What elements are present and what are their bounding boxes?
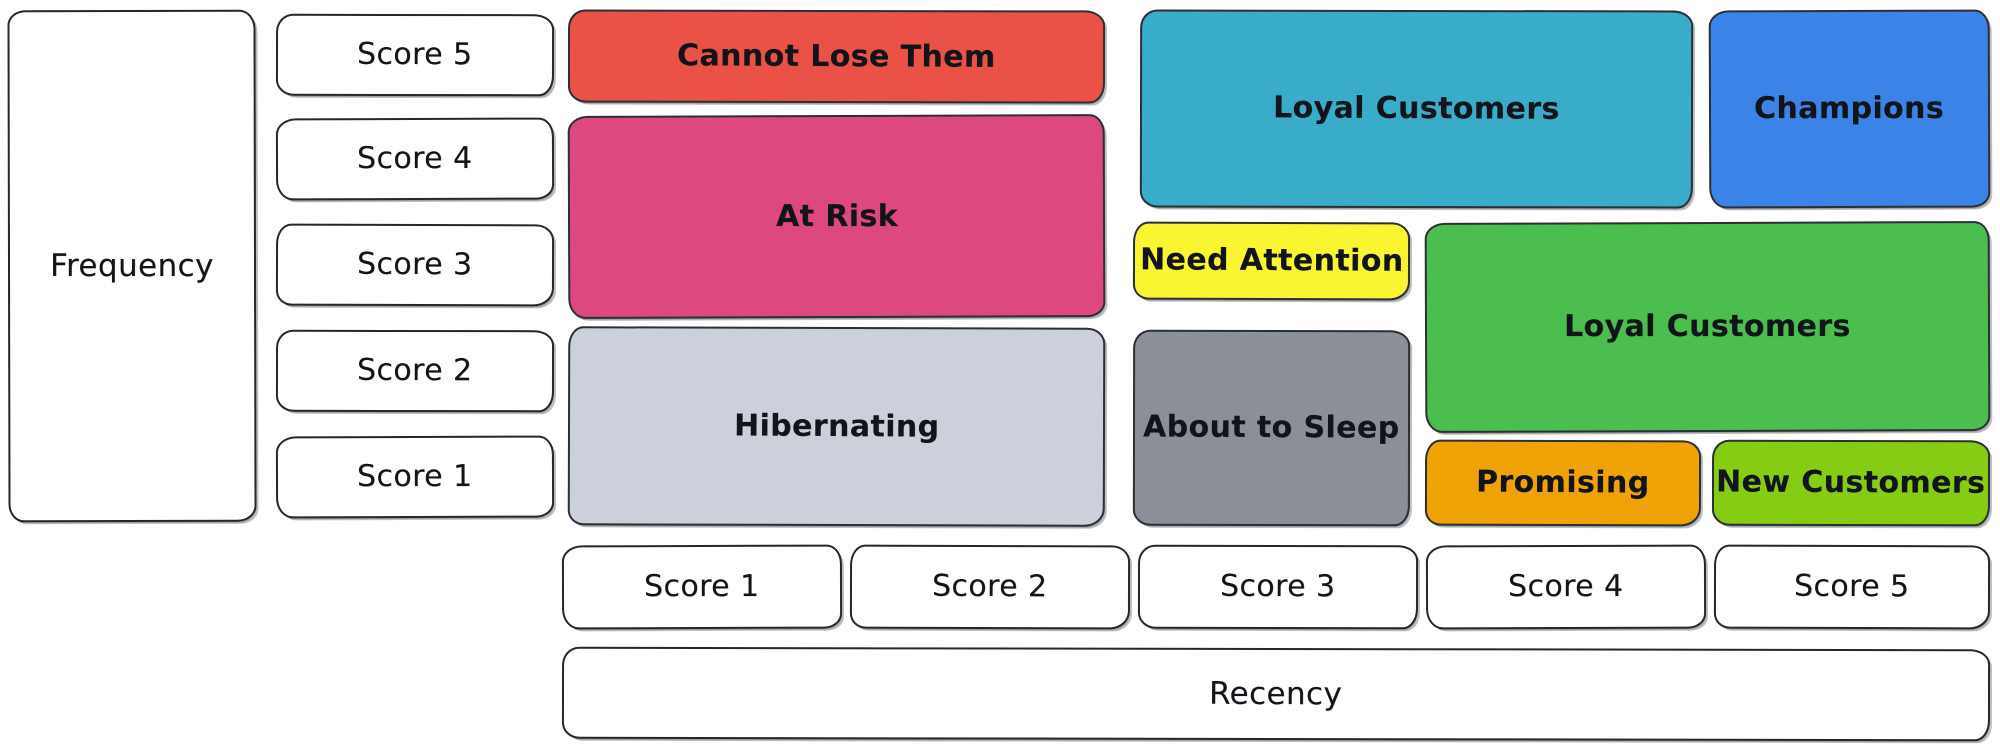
frequency-score-5[interactable]: Score 5 bbox=[275, 13, 555, 97]
segment-need-attention[interactable]: Need Attention bbox=[1132, 221, 1411, 301]
recency-score-3-label: Score 3 bbox=[1220, 568, 1336, 605]
segment-loyal-customers-teal[interactable]: Loyal Customers bbox=[1139, 9, 1694, 209]
segment-cannot-lose-them[interactable]: Cannot Lose Them bbox=[567, 9, 1106, 104]
frequency-score-4-label: Score 4 bbox=[357, 141, 473, 177]
segment-hibernating[interactable]: Hibernating bbox=[567, 326, 1106, 527]
recency-score-2[interactable]: Score 2 bbox=[849, 544, 1131, 630]
segment-promising[interactable]: Promising bbox=[1424, 439, 1702, 527]
recency-score-4-label: Score 4 bbox=[1508, 569, 1624, 605]
recency-axis-text: Recency bbox=[1209, 675, 1343, 712]
recency-score-3[interactable]: Score 3 bbox=[1137, 544, 1419, 630]
segment-new-customers[interactable]: New Customers bbox=[1711, 439, 1991, 527]
frequency-score-5-label: Score 5 bbox=[357, 36, 473, 73]
frequency-score-2[interactable]: Score 2 bbox=[275, 329, 555, 413]
segment-champions[interactable]: Champions bbox=[1708, 9, 1991, 209]
segment-loyal-customers-teal-label: Loyal Customers bbox=[1273, 90, 1560, 127]
frequency-score-3-label: Score 3 bbox=[357, 246, 473, 283]
recency-axis-label: Recency bbox=[561, 646, 1991, 742]
recency-score-4[interactable]: Score 4 bbox=[1425, 544, 1707, 630]
recency-score-2-label: Score 2 bbox=[932, 568, 1048, 605]
frequency-score-3[interactable]: Score 3 bbox=[275, 223, 555, 307]
recency-score-5[interactable]: Score 5 bbox=[1713, 544, 1991, 630]
frequency-axis-text: Frequency bbox=[50, 247, 214, 284]
segment-about-to-sleep-label: About to Sleep bbox=[1143, 409, 1400, 446]
segment-loyal-customers-green-label: Loyal Customers bbox=[1564, 309, 1851, 345]
segment-need-attention-label: Need Attention bbox=[1139, 242, 1404, 279]
segment-at-risk-label: At Risk bbox=[775, 198, 898, 234]
segment-at-risk[interactable]: At Risk bbox=[567, 114, 1106, 319]
segment-loyal-customers-green[interactable]: Loyal Customers bbox=[1424, 221, 1991, 433]
segment-champions-label: Champions bbox=[1754, 91, 1945, 127]
frequency-score-4[interactable]: Score 4 bbox=[275, 117, 555, 201]
frequency-score-1[interactable]: Score 1 bbox=[275, 435, 555, 519]
recency-score-5-label: Score 5 bbox=[1794, 568, 1910, 605]
segment-about-to-sleep[interactable]: About to Sleep bbox=[1132, 329, 1411, 527]
segment-promising-label: Promising bbox=[1476, 464, 1650, 501]
segment-hibernating-label: Hibernating bbox=[733, 408, 940, 445]
segment-new-customers-label: New Customers bbox=[1716, 464, 1986, 501]
recency-score-1-label: Score 1 bbox=[644, 569, 760, 605]
frequency-score-1-label: Score 1 bbox=[357, 459, 473, 495]
frequency-score-2-label: Score 2 bbox=[357, 352, 473, 389]
frequency-axis-label: Frequency bbox=[7, 9, 257, 523]
recency-score-1[interactable]: Score 1 bbox=[561, 544, 843, 630]
segment-cannot-lose-them-label: Cannot Lose Them bbox=[677, 37, 996, 75]
